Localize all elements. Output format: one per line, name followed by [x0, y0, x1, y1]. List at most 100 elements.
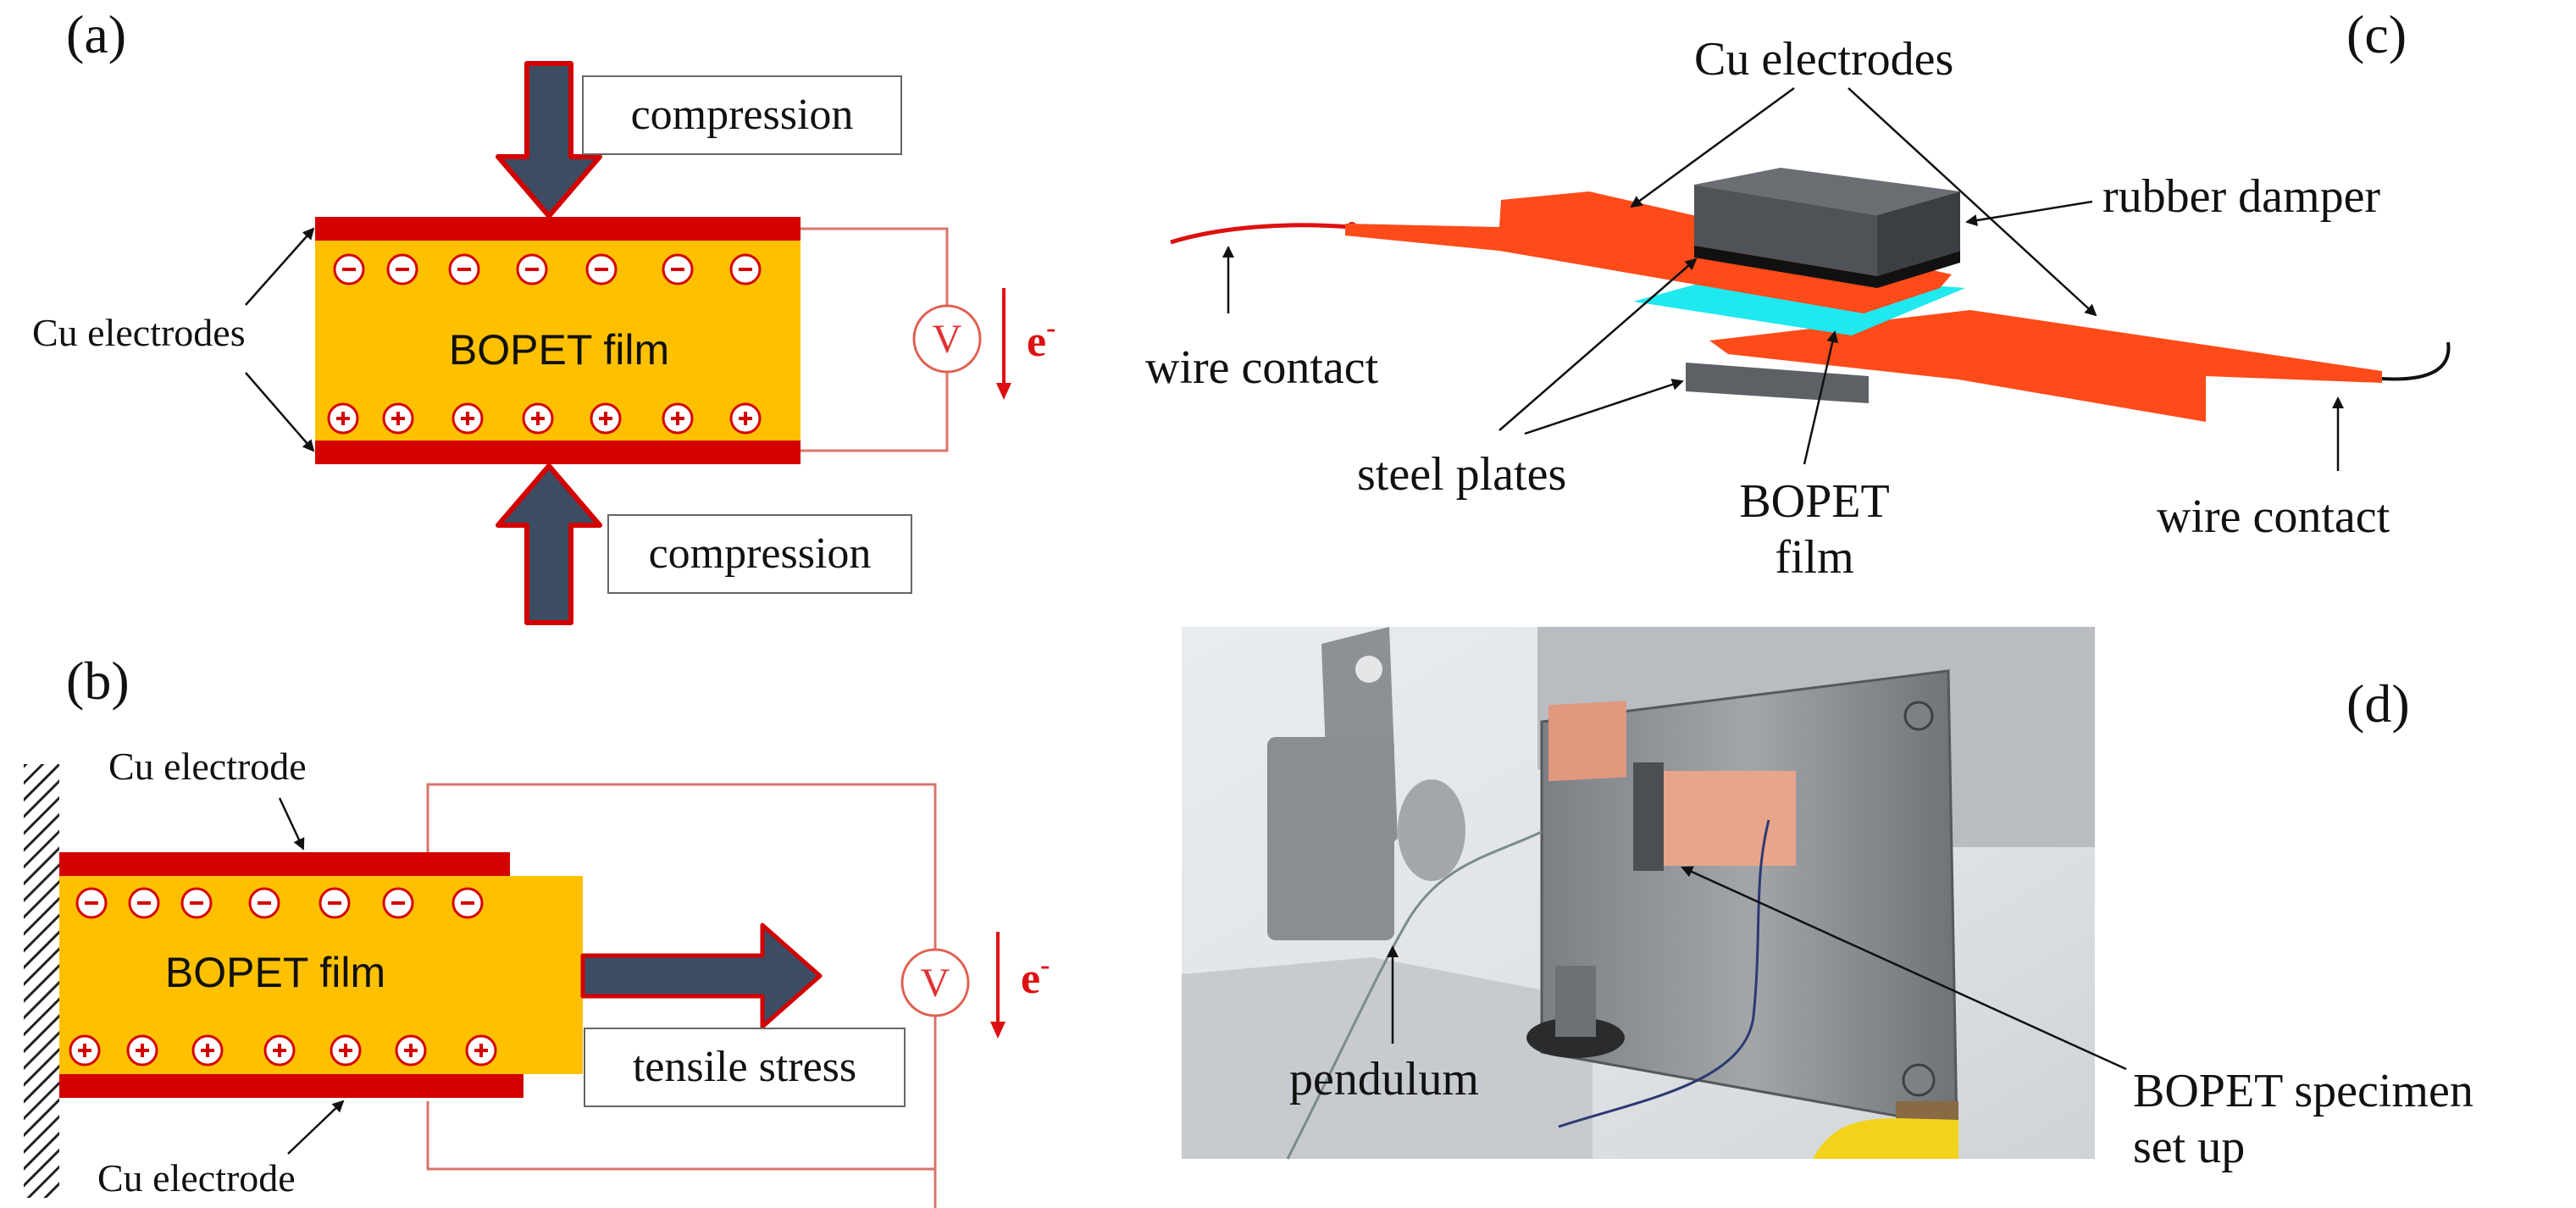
panel-b-bottom-electrode [59, 1074, 524, 1098]
panel-a-electron-label: e- [1027, 313, 1055, 366]
panel-a-positive-charges [327, 402, 762, 435]
photo-screw-top-right [1903, 701, 1934, 731]
panel-a-film-label: BOPET film [449, 326, 669, 374]
panel-c-wire-contact-right-label: wire contact [2157, 490, 2390, 543]
panel-c: (c) Cu electrodes rubber damper wire con… [1145, 4, 2451, 584]
panel-b-letter: (b) [66, 651, 130, 711]
panel-d-pendulum-label: pendulum [1289, 1053, 1479, 1105]
panel-d-letter: (d) [2346, 673, 2410, 734]
panel-b-fixed-wall [24, 764, 59, 1198]
panel-a-negative-charge-0 [333, 253, 365, 285]
panel-a-negative-charge-2 [448, 253, 480, 285]
panel-a-positive-charge-3 [522, 402, 554, 435]
panel-a-top-label-box [582, 75, 902, 155]
panel-b-negative-charge-1 [128, 887, 160, 919]
panel-a-voltmeter-label: V [933, 317, 962, 362]
panel-c-bopet-pointer [1803, 330, 1839, 465]
panel-a-letter: (a) [66, 4, 126, 64]
panel-c-cu-electrode-pointer-lower [1848, 87, 2097, 317]
panel-c-steel-plates-label: steel plates [1357, 448, 1566, 501]
panel-b-tensile-label: tensile stress [633, 1043, 856, 1091]
panel-c-steel-plate-pointer-lower [1524, 379, 1684, 435]
panel-d: (d) [1182, 627, 2474, 1173]
photo-yellow-cable [1813, 1118, 1958, 1159]
panel-c-bopet-label-line1: BOPET [1739, 475, 1889, 528]
panel-d-specimen-label-line1: BOPET specimen [2133, 1065, 2474, 1117]
photo-screw-bottom-right [1902, 1063, 1936, 1097]
panel-a-positive-charge-5 [662, 402, 694, 435]
panel-c-rubber-damper-base-side [1877, 251, 1960, 288]
panel-d-specimen-label-line2: set up [2133, 1121, 2245, 1173]
panel-b-positive-charge-4 [330, 1034, 362, 1067]
panel-a-negative-charge-1 [386, 253, 418, 285]
panel-a-negative-charges [333, 253, 762, 285]
panel-b-negative-charge-3 [248, 887, 280, 919]
panel-b-positive-charge-3 [263, 1034, 296, 1067]
panel-a: (a) V e- BOPET film compression compress… [32, 4, 1055, 625]
panel-c-rubber-damper-label: rubber damper [2102, 170, 2380, 223]
panel-b-film-label: BOPET film [165, 949, 385, 996]
panel-c-right-wire [2371, 341, 2451, 381]
panel-b-electron-arrowhead [990, 1022, 1005, 1039]
panel-b-negative-charge-4 [319, 887, 351, 919]
panel-a-electrodes-pointer-bottom [245, 372, 315, 452]
panel-a-cu-electrodes-label: Cu electrodes [32, 311, 246, 354]
panel-d-photo [1182, 627, 2095, 1160]
panel-c-cu-electrodes-label: Cu electrodes [1694, 33, 1953, 86]
panel-b-bottom-electrode-label: Cu electrode [97, 1156, 296, 1200]
panel-a-bottom-compression-arrow [496, 463, 602, 625]
photo-copper-pad-left [1548, 701, 1626, 782]
panel-a-bottom-electrode [315, 441, 800, 464]
panel-b-bottom-electrode-pointer [287, 1100, 345, 1155]
panel-b-positive-charge-1 [126, 1034, 158, 1067]
panel-b-top-electrode [59, 852, 510, 876]
panel-c-lower-cu-electrode [1709, 310, 2382, 422]
panel-c-bopet-label-line2: film [1775, 531, 1853, 584]
photo-table-surface [1182, 957, 1593, 1159]
photo-pendulum-hole [1355, 656, 1382, 683]
panel-b-positive-charge-5 [395, 1034, 427, 1067]
panel-b-positive-charges [69, 1034, 497, 1067]
panel-c-bottom-steel-plate [1686, 363, 1869, 403]
panel-b-negative-charge-2 [180, 887, 213, 919]
panel-a-positive-charge-2 [451, 402, 484, 435]
panel-a-top-electrode [315, 217, 800, 241]
panel-b-positive-charge-6 [465, 1034, 497, 1067]
panel-b-top-electrode-pointer [278, 797, 305, 851]
panel-c-letter: (c) [2346, 4, 2407, 64]
panel-a-negative-charge-6 [729, 253, 762, 285]
panel-a-bottom-label-box [607, 514, 912, 594]
panel-b: (b) V e- BOPET film tensile stress Cu el… [24, 651, 1050, 1208]
panel-b-negative-charge-0 [75, 887, 108, 919]
panel-b-electron-label: e- [1021, 950, 1050, 1003]
panel-a-positive-charge-1 [382, 402, 414, 435]
photo-copper-pad-right [1662, 771, 1796, 866]
panel-b-negative-charge-5 [382, 887, 414, 919]
panel-b-circuit-wire-bottom [426, 1017, 937, 1171]
panel-a-bottom-compression-label: compression [649, 529, 872, 578]
photo-foot-post [1555, 966, 1596, 1037]
panel-b-negative-charges [75, 887, 484, 919]
photo-blue-wire [1558, 819, 1770, 1128]
panel-a-voltmeter [912, 304, 982, 374]
photo-pendulum-striker [1398, 779, 1465, 881]
panel-b-voltmeter-label: V [921, 961, 950, 1006]
panel-a-electron-arrowhead [996, 383, 1011, 400]
panel-a-top-compression-label: compression [631, 91, 854, 139]
panel-d-specimen-pointer [1681, 866, 2127, 1071]
panel-a-positive-charge-0 [327, 402, 359, 435]
photo-gray-wire [1286, 830, 1543, 1160]
panel-c-left-wire [1170, 223, 1351, 245]
panel-a-electrodes-pointer-top [245, 227, 315, 306]
panel-c-wire-contact-left-label: wire contact [1145, 341, 1379, 394]
panel-c-rubber-damper-base [1694, 246, 1877, 288]
panel-b-positive-charge-2 [191, 1034, 224, 1067]
panel-b-voltmeter [900, 948, 970, 1017]
panel-c-rubber-damper-side [1877, 191, 1960, 276]
panel-b-tensile-label-box [584, 1028, 906, 1107]
panel-c-steel-plate-pointer-upper [1499, 258, 1698, 431]
photo-pendulum-head [1267, 737, 1394, 940]
panel-a-negative-charge-4 [585, 253, 618, 285]
photo-rubber-foot [1526, 1017, 1625, 1058]
panel-a-top-compression-arrow [496, 61, 602, 219]
